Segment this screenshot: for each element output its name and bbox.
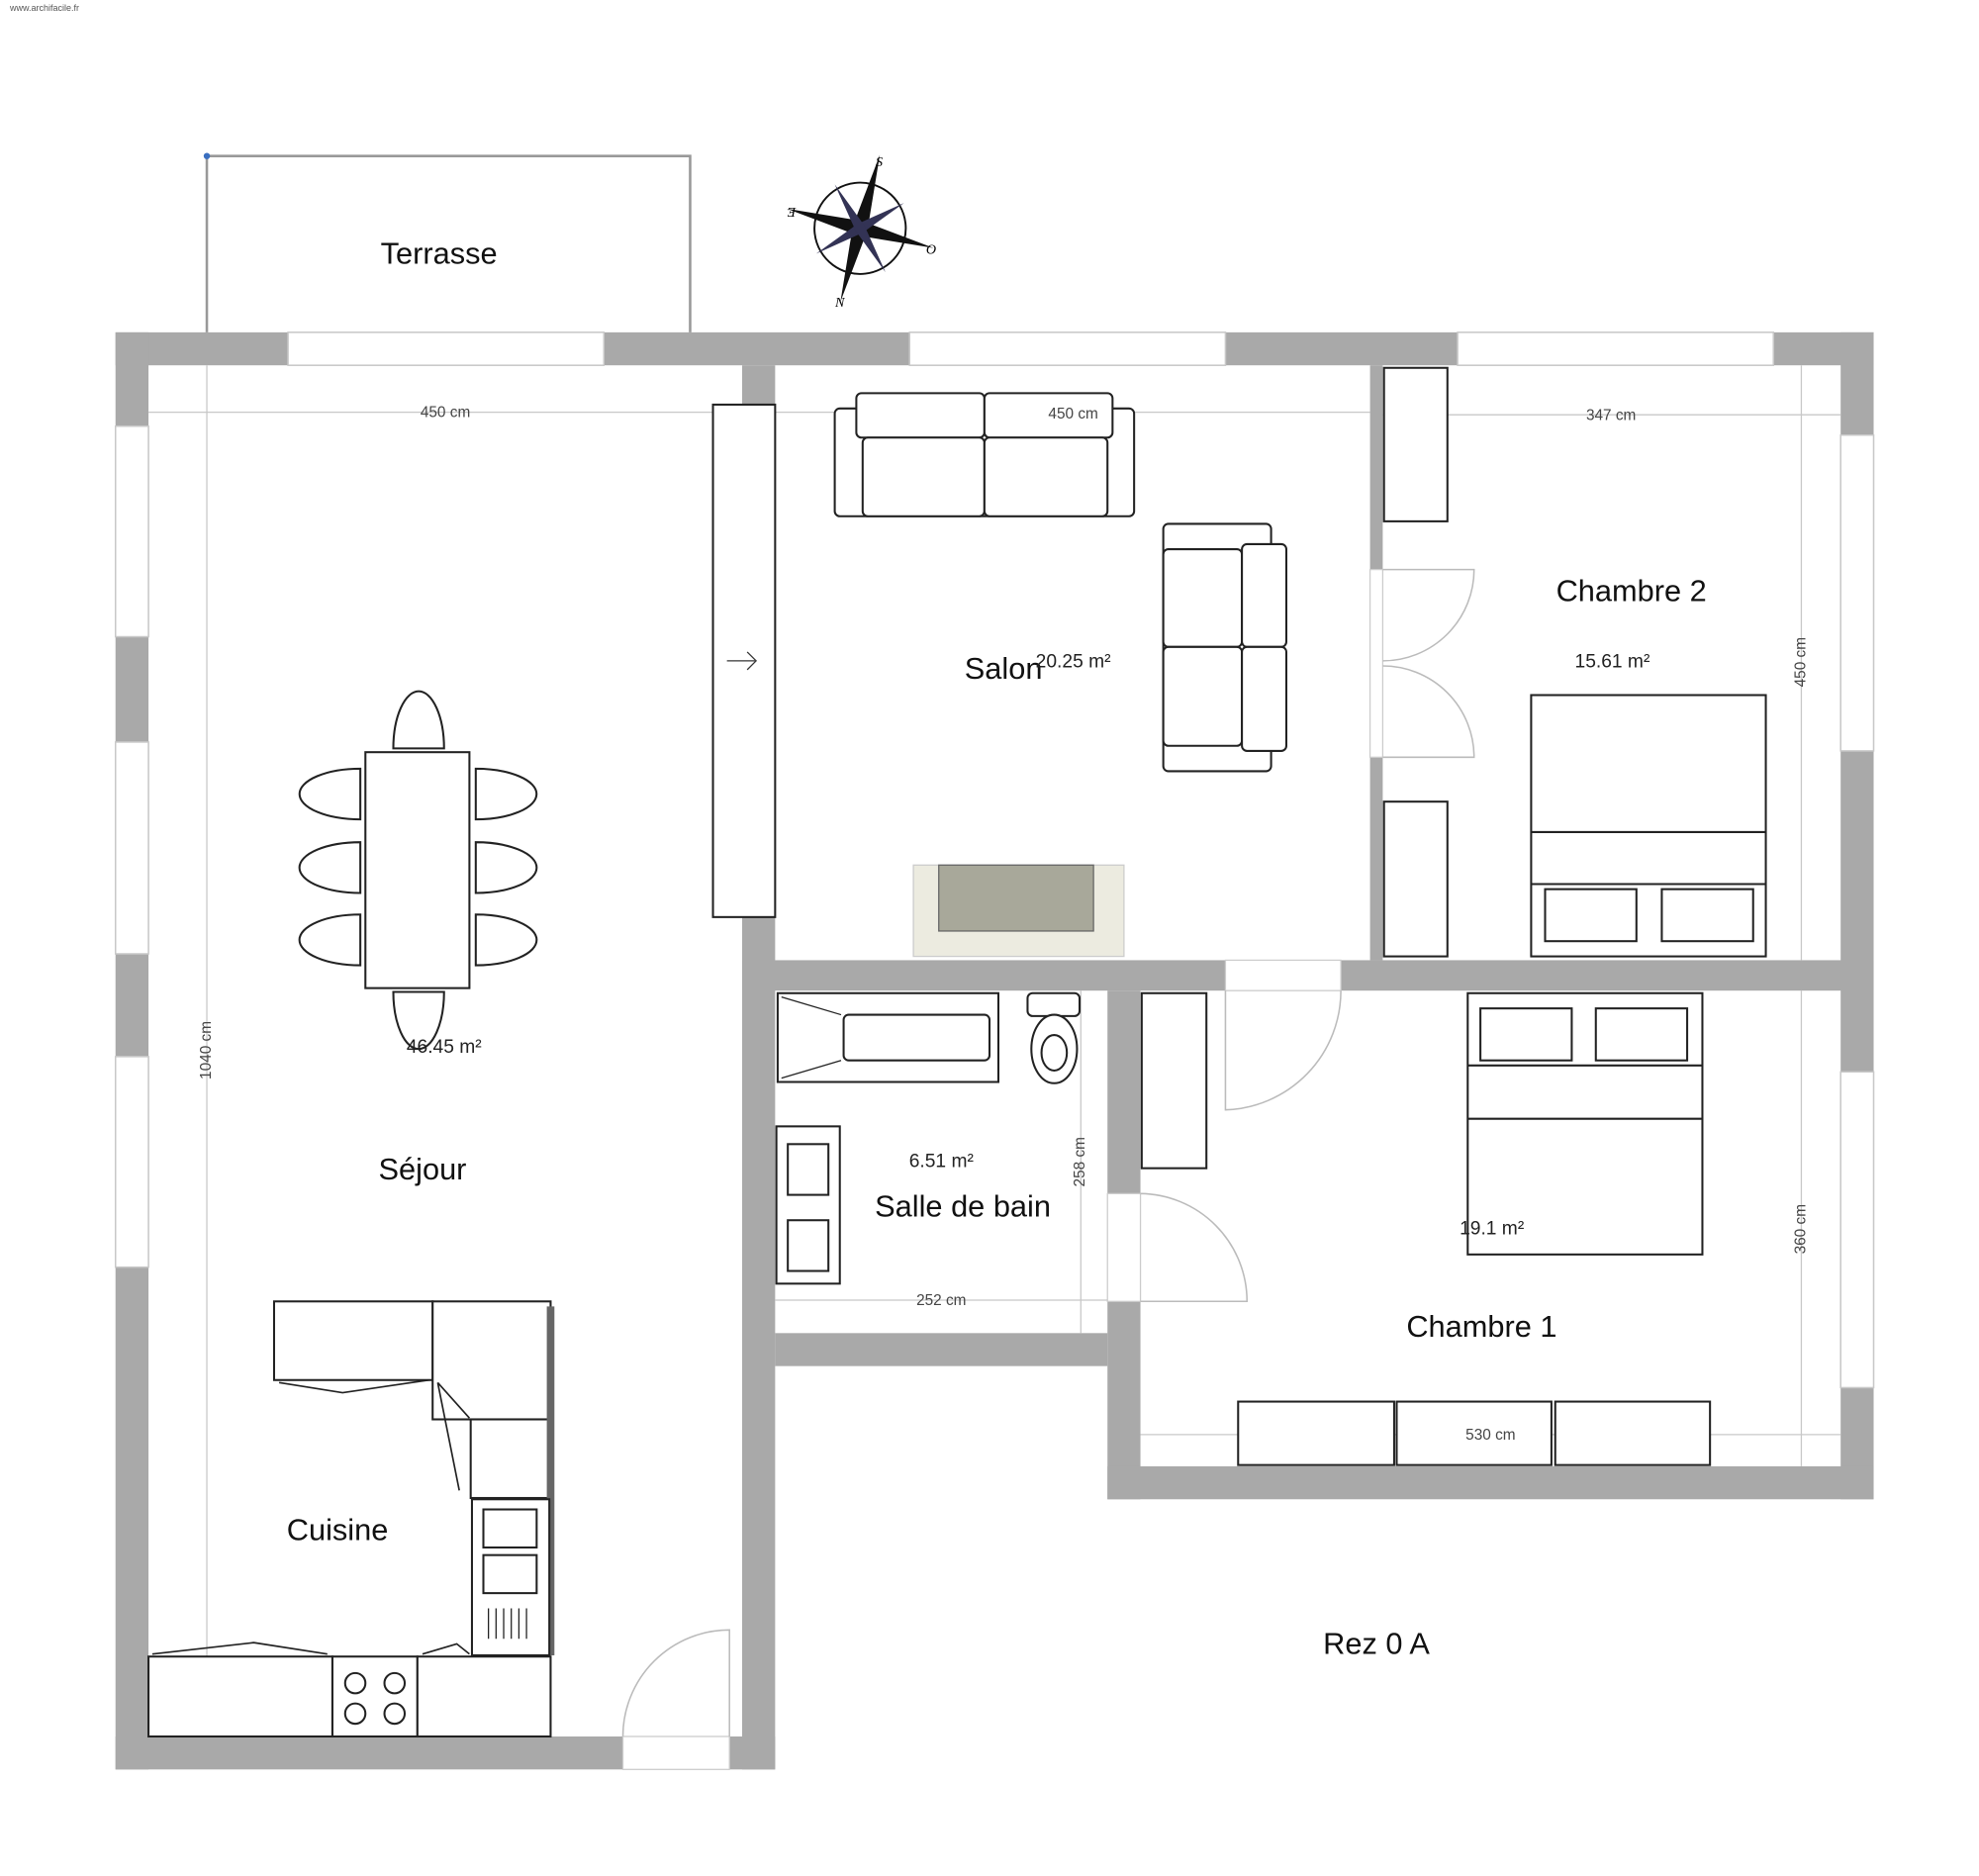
wardrobe-chambre1 bbox=[1140, 991, 1208, 1170]
room-label-salon: Salon bbox=[965, 651, 1043, 686]
compass-north-label: N bbox=[834, 295, 846, 311]
dimension-sdb-width: 252 cm bbox=[916, 1292, 966, 1309]
dimension-chambre2-height: 450 cm bbox=[1792, 637, 1809, 687]
room-area-salon: 20.25 m² bbox=[1036, 651, 1111, 672]
dimension-sdb-height: 258 cm bbox=[1072, 1137, 1088, 1186]
dimension-sejour-height: 1040 cm bbox=[198, 1021, 215, 1079]
room-label-chambre2: Chambre 2 bbox=[1556, 574, 1707, 609]
windows bbox=[114, 331, 1875, 1389]
fireplace bbox=[912, 864, 1125, 958]
plan-title: Rez 0 A bbox=[1323, 1627, 1430, 1661]
room-label-terrasse: Terrasse bbox=[381, 236, 498, 271]
room-area-sejour: 46.45 m² bbox=[407, 1037, 482, 1058]
dimension-lines bbox=[148, 365, 1841, 1736]
room-area-salle-de-bain: 6.51 m² bbox=[909, 1151, 975, 1172]
kitchen-units bbox=[147, 1300, 555, 1738]
watermark: www.archifacile.fr bbox=[10, 3, 80, 13]
terrace-outline bbox=[203, 152, 692, 332]
room-area-chambre2: 15.61 m² bbox=[1575, 651, 1650, 672]
room-label-salle-de-bain: Salle de bain bbox=[875, 1188, 1051, 1223]
room-label-chambre1: Chambre 1 bbox=[1406, 1309, 1556, 1344]
dining-table bbox=[298, 690, 538, 1051]
compass-rose-icon bbox=[786, 154, 934, 303]
room-label-cuisine: Cuisine bbox=[287, 1512, 389, 1547]
compass-west-label: O bbox=[926, 241, 936, 257]
room-area-chambre1: 19.1 m² bbox=[1460, 1218, 1525, 1239]
dimension-chambre1-height: 360 cm bbox=[1792, 1204, 1809, 1254]
doors bbox=[621, 568, 1475, 1770]
dresser-chambre1 bbox=[1237, 1400, 1712, 1466]
bed-chambre2 bbox=[1530, 694, 1767, 958]
dimension-chambre2-width: 347 cm bbox=[1586, 407, 1636, 423]
dimension-chambre1-width: 530 cm bbox=[1465, 1427, 1515, 1444]
compass-east-label: E bbox=[787, 204, 797, 220]
wardrobes-chambre2 bbox=[1382, 366, 1449, 958]
bed-chambre1 bbox=[1466, 991, 1704, 1256]
dimension-salon-width: 450 cm bbox=[1048, 406, 1097, 422]
double-sink bbox=[775, 1125, 841, 1285]
sofa-two-seat bbox=[1162, 522, 1288, 773]
room-label-sejour: Séjour bbox=[379, 1152, 467, 1186]
compass-south-label: S bbox=[876, 154, 883, 170]
wardrobe-sejour bbox=[711, 403, 777, 918]
dimension-sejour-width: 450 cm bbox=[421, 405, 470, 422]
bathtub bbox=[776, 991, 999, 1083]
toilet bbox=[1026, 991, 1082, 1084]
sofa-three-seat bbox=[833, 392, 1136, 517]
